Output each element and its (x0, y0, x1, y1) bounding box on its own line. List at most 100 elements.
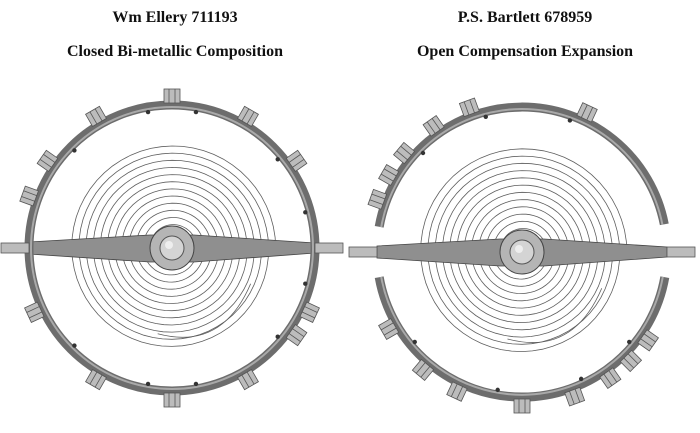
hairspring-outer-coil (507, 288, 603, 343)
screw-head (446, 381, 468, 402)
balance-screw (19, 185, 39, 207)
screw-head (237, 105, 259, 127)
screw-head (599, 367, 622, 390)
screw-slot (380, 173, 394, 182)
screw-slot (292, 158, 305, 168)
left-balance-type: Closed Bi-metallic Composition (67, 43, 283, 60)
timing-screw (348, 246, 378, 258)
balance-screw (299, 301, 320, 323)
screw-slot (463, 101, 470, 116)
balance-screw (446, 381, 468, 402)
timing-screw (666, 246, 696, 258)
balance-rim-inner-layer (30, 106, 314, 390)
screw-slot (603, 373, 613, 386)
screw-slot (94, 374, 103, 388)
screw-slot (288, 154, 301, 163)
screw-head (285, 149, 308, 172)
right-balance-type: Open Compensation Expansion (416, 43, 634, 60)
balance-rim-lower-inner (380, 276, 664, 396)
screw-hole (578, 376, 584, 382)
screw-hole (412, 339, 417, 345)
balance-rim-upper-inner (380, 108, 664, 228)
screw-hole (193, 381, 199, 387)
balance-rim-lower-half (374, 276, 670, 402)
screw-slot (383, 327, 397, 336)
open-compensation-balance-wheel (348, 97, 696, 414)
screw-head (85, 369, 107, 391)
hairspring-outer-coil (157, 283, 252, 338)
screw-slot (304, 306, 318, 313)
balance-rim-upper-half (374, 102, 669, 228)
screw-slot (608, 370, 618, 383)
screw-head (299, 301, 320, 323)
screw-slot (415, 362, 426, 374)
screw-hole (567, 118, 573, 123)
balance-screw (378, 318, 400, 340)
screw-hole (627, 339, 632, 345)
screw-head (24, 301, 45, 323)
balance-screw (564, 386, 586, 407)
screw-slot (94, 108, 103, 122)
screw-slot (574, 388, 581, 403)
screw-slot (89, 111, 98, 125)
screw-head (378, 318, 400, 340)
screw-slot (623, 357, 635, 369)
balance-screw (513, 398, 531, 414)
balance-screw (285, 324, 308, 347)
screw-hole (145, 109, 151, 115)
screw-slot (288, 333, 301, 342)
closed-bimetallic-balance-wheel (0, 88, 344, 408)
screw-head (285, 324, 308, 347)
balance-screw (637, 329, 660, 352)
screw-slot (469, 99, 475, 114)
screw-slot (39, 158, 52, 168)
screw-head (163, 88, 181, 104)
screw-slot (26, 306, 40, 313)
screw-slot (292, 328, 305, 338)
screw-hole (483, 114, 488, 119)
screw-hole (145, 381, 151, 387)
screw-head (411, 358, 435, 382)
balance-staff (509, 239, 535, 265)
screw-slot (380, 322, 394, 331)
timing-screw (0, 242, 30, 254)
screw-slot (371, 193, 386, 200)
timing-screw (314, 242, 344, 254)
screw-slot (569, 390, 575, 405)
screw-hole (72, 343, 77, 348)
screw-slot (21, 196, 35, 202)
screw-slot (627, 353, 639, 365)
screw-head (576, 102, 598, 123)
screw-head (378, 164, 400, 186)
screw-slot (400, 145, 412, 156)
screw-slot (246, 111, 255, 125)
screw-hole (193, 109, 199, 115)
balance-screw (85, 369, 107, 391)
screw-slot (586, 107, 594, 121)
screw-head (237, 369, 259, 391)
balance-staff (159, 235, 185, 261)
screw-hole (495, 387, 500, 393)
screw-slot (581, 104, 588, 118)
screw-slot (431, 118, 441, 131)
screw-head (422, 114, 445, 137)
balance-screw (458, 97, 480, 118)
right-watch-title: P.S. Bartlett 678959 (457, 9, 593, 26)
screw-hole (420, 150, 426, 156)
screw-slot (383, 168, 397, 177)
screw-slot (640, 338, 653, 348)
screw-hole (303, 210, 308, 215)
staff-highlight (515, 245, 523, 253)
balance-screw (576, 102, 598, 123)
left-watch-title: Wm Ellery 711193 (112, 9, 238, 26)
screw-slot (241, 374, 250, 388)
screw-slot (426, 121, 436, 134)
screw-slot (301, 311, 315, 319)
balance-screw (24, 301, 45, 323)
screw-slot (450, 383, 458, 397)
balance-screw (85, 105, 107, 127)
screw-head (163, 392, 181, 408)
screw-hole (275, 334, 280, 339)
screw-hole (275, 157, 280, 162)
